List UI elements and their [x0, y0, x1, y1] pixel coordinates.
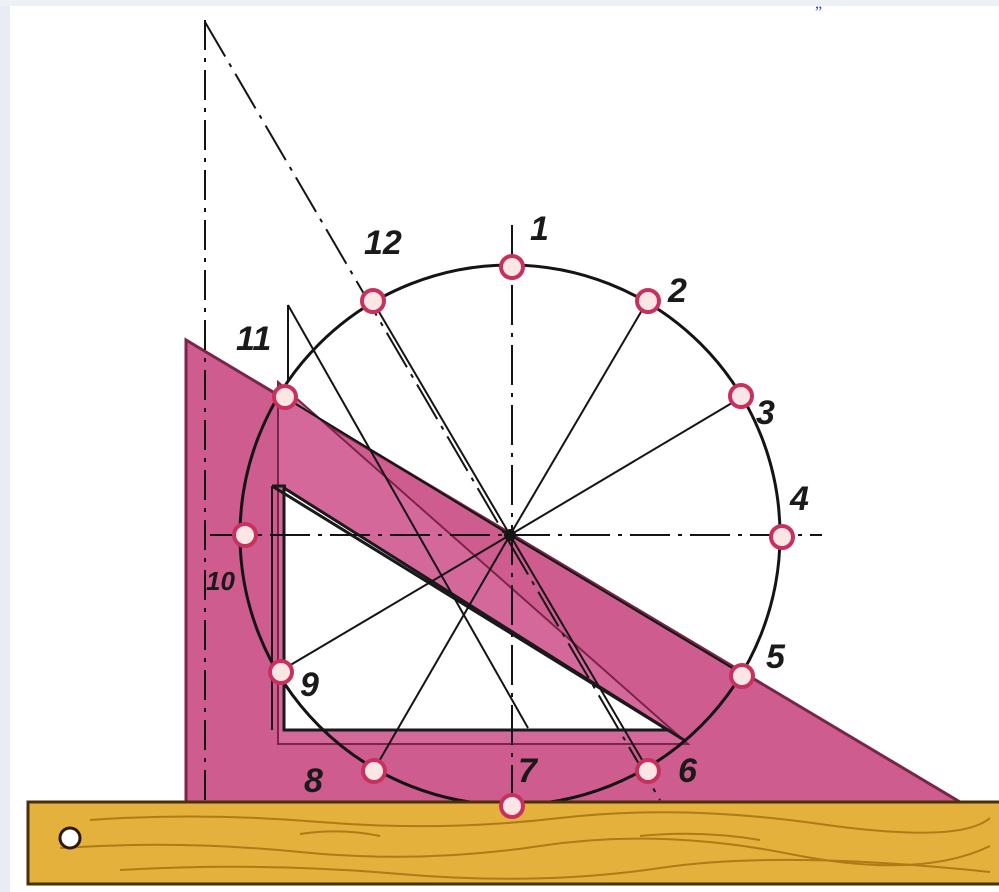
label-6: 6 [678, 752, 698, 790]
radial-12 [371, 299, 511, 536]
division-markers [232, 254, 795, 819]
radial-9 [281, 534, 511, 671]
top-edge-band [0, 0, 999, 6]
marker-12 [360, 288, 386, 314]
marker-3 [728, 383, 754, 409]
marker-1 [499, 254, 525, 280]
marker-6 [635, 758, 661, 784]
marker-9 [268, 659, 294, 685]
small-square-hyp [287, 304, 529, 729]
label-9: 9 [300, 666, 319, 704]
label-8: 8 [304, 762, 323, 800]
label-7: 7 [518, 752, 539, 790]
center-point [504, 529, 516, 541]
corner-mark: „ [815, 0, 822, 12]
radial-6 [509, 534, 649, 771]
label-10: 10 [206, 566, 235, 596]
radial-lines [281, 299, 745, 771]
label-3: 3 [756, 394, 775, 432]
marker-10 [232, 522, 258, 548]
cutout-hyp-edge [271, 484, 685, 742]
label-5: 5 [766, 638, 786, 676]
radial-5 [509, 534, 745, 676]
radial-2 [509, 299, 649, 536]
label-1: 1 [530, 210, 549, 248]
ruler-grain [59, 811, 991, 880]
left-edge-band [0, 0, 10, 892]
marker-7 [499, 793, 525, 819]
ruler-hole [58, 826, 82, 850]
marker-8 [361, 758, 387, 784]
marker-4 [769, 524, 795, 550]
label-11: 11 [236, 320, 271, 358]
marker-11 [272, 384, 298, 410]
diagonal-guide [204, 21, 661, 801]
marker-5 [729, 663, 755, 689]
label-2: 2 [667, 272, 687, 310]
radial-8 [373, 534, 511, 771]
label-4: 4 [789, 480, 809, 518]
radial-11 [285, 397, 511, 536]
marker-2 [635, 288, 661, 314]
label-12: 12 [364, 224, 402, 262]
radial-3 [509, 396, 743, 536]
